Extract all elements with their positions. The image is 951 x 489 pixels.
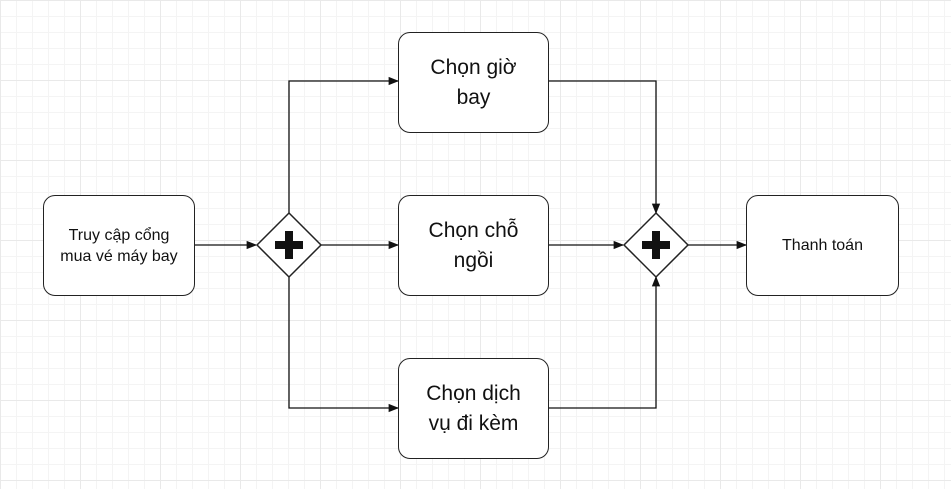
node-start-label: Truy cập cổng mua vé máy bay: [60, 226, 178, 265]
node-start[interactable]: Truy cập cổng mua vé máy bay: [43, 195, 195, 296]
arrow-split-to-extra-services: [288, 277, 400, 413]
node-flight-time-label: Chọn giờ bay: [430, 55, 517, 109]
arrow-flight-time-to-join: [549, 80, 661, 215]
node-extra-services[interactable]: Chọn dịch vụ đi kèm: [398, 358, 549, 459]
node-seat-label: Chọn chỗ ngồi: [428, 218, 519, 272]
node-payment-label: Thanh toán: [782, 237, 863, 254]
arrow-extra-services-to-join: [549, 275, 661, 409]
node-seat[interactable]: Chọn chỗ ngồi: [398, 195, 549, 296]
parallel-gateway-split: [255, 211, 323, 279]
plus-icon: [275, 231, 303, 259]
arrow-split-to-flight-time: [288, 76, 400, 213]
node-payment[interactable]: Thanh toán: [746, 195, 899, 296]
plus-icon: [642, 231, 670, 259]
node-flight-time[interactable]: Chọn giờ bay: [398, 32, 549, 133]
parallel-gateway-join: [622, 211, 690, 279]
node-extra-services-label: Chọn dịch vụ đi kèm: [426, 381, 521, 435]
